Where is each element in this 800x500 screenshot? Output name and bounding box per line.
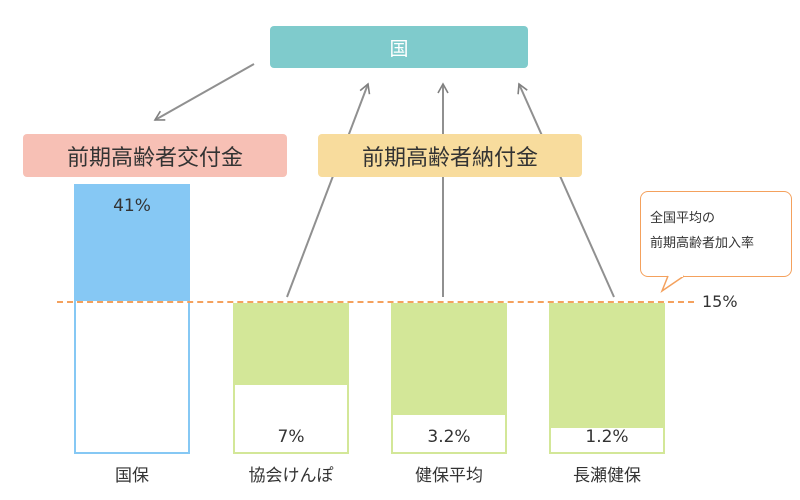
- average-15-label: 15%: [702, 292, 738, 311]
- column-kokuho-fill: [74, 184, 190, 301]
- label-nagase: 長瀬健保: [573, 466, 641, 486]
- kofukin-label: 前期高齢者交付金: [66, 145, 243, 171]
- nofukin-box: 前期高齢者納付金: [318, 134, 582, 177]
- kuni-box: 国: [270, 26, 528, 68]
- column-kyokai-fill: [233, 303, 349, 385]
- column-kyokai: 7%: [233, 303, 349, 454]
- column-nagase: 1.2%: [549, 303, 665, 454]
- arrow-nagase-to-kuni: [517, 82, 615, 298]
- callout-line-1: 全国平均の: [650, 211, 716, 226]
- label-kyokai: 協会けんぽ: [248, 466, 334, 486]
- column-kenpo-avg: 3.2%: [391, 303, 507, 454]
- column-kokuho-frame: [74, 301, 190, 454]
- kuni-label: 国: [389, 37, 409, 60]
- column-kenpo-avg-rate: 3.2%: [427, 427, 471, 447]
- label-kokuho: 国保: [115, 466, 149, 486]
- arrow-kyokai-to-kuni: [286, 82, 371, 298]
- average-callout: 全国平均の 前期高齢者加入率: [640, 191, 792, 277]
- column-nagase-rate: 1.2%: [585, 427, 629, 447]
- arrow-kuni-to-kofu: [153, 63, 255, 121]
- label-kenpo-avg: 健保平均: [415, 466, 483, 486]
- column-kenpo-avg-fill: [391, 303, 507, 415]
- column-kokuho-rate: 41%: [113, 196, 151, 216]
- column-nagase-fill: [549, 303, 665, 428]
- column-kyokai-rate: 7%: [277, 427, 305, 447]
- kofukin-box: 前期高齢者交付金: [23, 134, 287, 177]
- average-15-line: [57, 301, 694, 303]
- callout-line-2: 前期高齢者加入率: [650, 236, 755, 251]
- column-kokuho: 41%: [74, 184, 190, 454]
- nofukin-label: 前期高齢者納付金: [361, 145, 538, 171]
